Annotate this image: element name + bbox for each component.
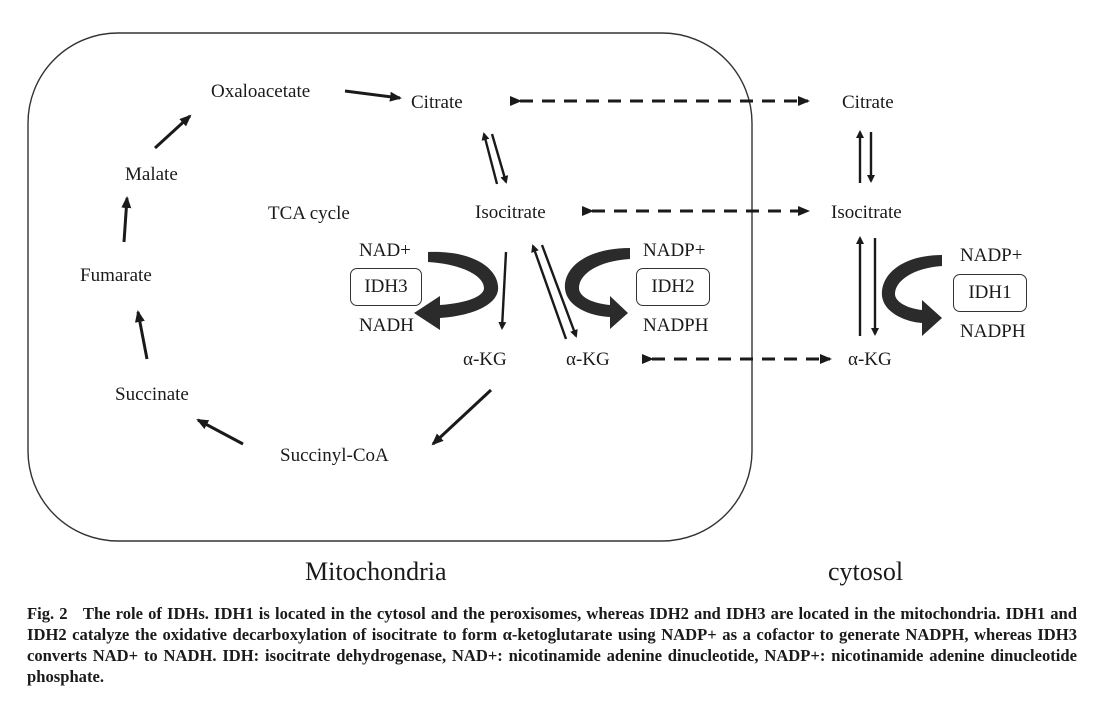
label-isocitrate-mito: Isocitrate [475,202,546,223]
caption-text: The role of IDHs. IDH1 is located in the… [27,604,1077,686]
label-nadp-plus-mito: NADP+ [643,240,706,261]
arrow-isocitrate-citrate-mito [481,132,499,185]
label-tca-cycle: TCA cycle [268,203,350,224]
arrow-akg-isocitrate-mito [531,244,568,340]
enzyme-idh2: IDH2 [636,268,710,306]
region-label-cytosol: cytosol [828,557,904,586]
enzyme-idh3: IDH3 [350,268,422,306]
enzyme-idh3-label: IDH3 [364,276,408,297]
label-akg-cytosol: α-KG [848,349,892,370]
label-nadph-cytosol: NADPH [960,321,1026,342]
arrow-succinate-fumarate [134,310,149,360]
arrow-isocitrate-akg-idh2 [540,244,578,338]
cofactor-arrow-idh3 [414,251,499,330]
cofactor-arrow-idh1 [881,255,942,336]
arrow-isocitrate-akg-idh3 [498,251,508,330]
mitochondria-membrane [27,32,753,542]
label-akg-right: α-KG [566,349,610,370]
caption-label: Fig. 2 [27,604,68,623]
cofactor-arrow-idh2 [564,248,630,329]
arrow-fumarate-malate [121,196,132,243]
label-nadh: NADH [359,315,414,336]
diagram-canvas [27,32,942,542]
arrow-citrate-isocitrate-mito [490,133,509,184]
enzyme-idh1-label: IDH1 [968,282,1012,303]
label-citrate-mito: Citrate [411,92,463,113]
label-oxaloacetate: Oxaloacetate [211,81,311,102]
label-succinyl-coa: Succinyl-CoA [280,445,389,466]
arrow-succinylcoa-succinate [196,418,244,446]
label-nad-plus: NAD+ [359,240,411,261]
label-isocitrate-cytosol: Isocitrate [831,202,902,223]
arrow-akg-succinylcoa [431,388,493,446]
label-akg-left: α-KG [463,349,507,370]
label-nadph-mito: NADPH [643,315,709,336]
figure-caption: Fig. 2 The role of IDHs. IDH1 is located… [27,603,1077,687]
label-malate: Malate [125,164,178,185]
enzyme-idh1: IDH1 [953,274,1027,312]
label-fumarate: Fumarate [80,265,152,286]
label-citrate-cytosol: Citrate [842,92,894,113]
arrow-malate-oxaloacetate [153,114,192,150]
enzyme-idh2-label: IDH2 [651,276,695,297]
region-label-mitochondria: Mitochondria [305,557,447,586]
label-succinate: Succinate [115,384,189,405]
arrow-oxaloacetate-citrate [344,89,402,102]
label-nadp-plus-cytosol: NADP+ [960,245,1023,266]
